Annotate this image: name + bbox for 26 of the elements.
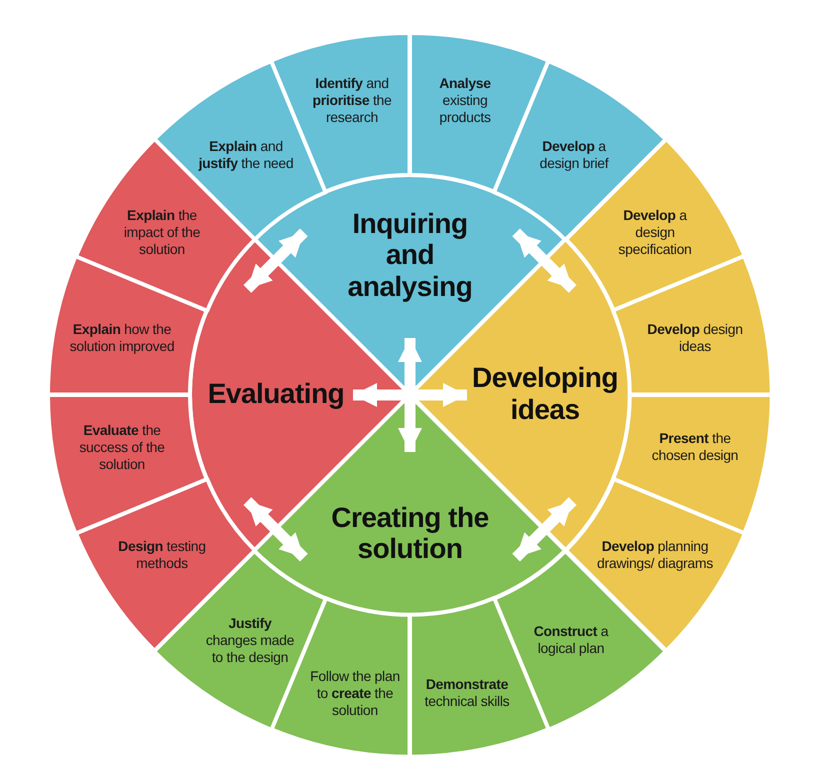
- step-text: Follow the plan to create the solution: [309, 668, 401, 718]
- step-text: Develop planning drawings/ diagrams: [596, 538, 714, 572]
- double-arrow: [243, 228, 308, 293]
- double-arrow: [512, 497, 577, 562]
- step-text: Explain how the solution improved: [68, 320, 176, 355]
- stage-title: Creating the solution: [330, 502, 490, 564]
- stage-title: Developing ideas: [471, 362, 619, 426]
- stage-title: Inquiring and analysing: [346, 208, 474, 302]
- step-text: Construct a logical plan: [532, 622, 610, 657]
- double-arrow: [512, 228, 577, 293]
- step-text: Explain the impact of the solution: [122, 206, 202, 258]
- step-text: Develop a design brief: [538, 138, 610, 172]
- step-text: Explain and justify the need: [198, 138, 294, 172]
- step-text: Develop a design specification: [617, 206, 693, 258]
- step-text: Analyse existing products: [438, 75, 492, 126]
- step-text: Develop design ideas: [646, 320, 744, 355]
- step-text: Justify changes made to the design: [204, 614, 296, 666]
- double-arrow: [243, 497, 308, 562]
- double-arrow: [398, 338, 422, 452]
- stage-title: Evaluating: [206, 378, 346, 410]
- step-text: Design testing methods: [117, 538, 207, 572]
- step-text: Demonstrate technical skills: [424, 676, 510, 710]
- step-text: Present the chosen design: [650, 430, 740, 464]
- step-text: Evaluate the success of the solution: [78, 422, 166, 472]
- double-arrow: [353, 383, 467, 407]
- step-text: Identify and prioritise the research: [311, 75, 393, 126]
